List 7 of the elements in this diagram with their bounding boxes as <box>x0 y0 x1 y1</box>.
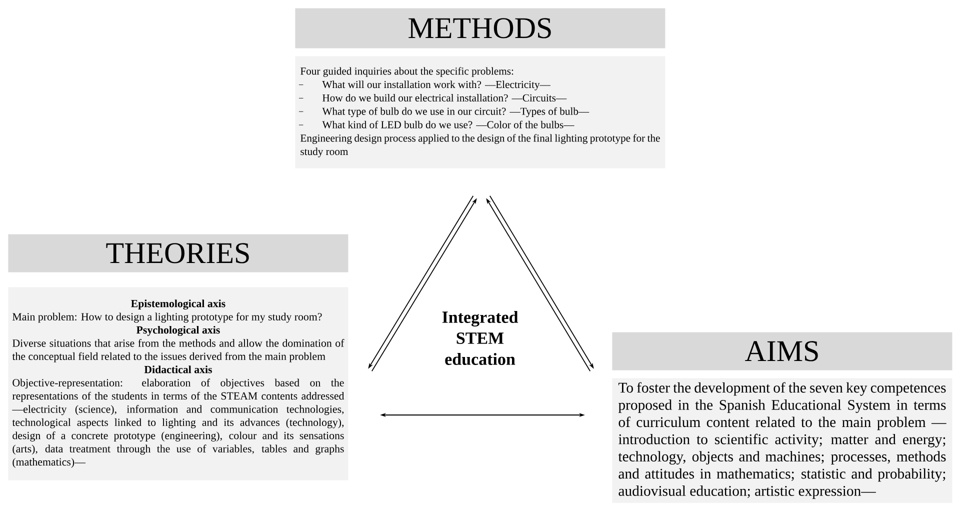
text-box: To foster the development of the seven key competences proposed in the Spanish Educational System in terms of curriculum content related to the main problem —introduction to scientific activity; matter and energy; technology, objects and machines; processes, methods and attitudes in mathematics; statistic and probability; audiovisual education; artistic expression— <box>612 378 952 503</box>
heading-band: THEORIES <box>8 234 348 272</box>
center-label: Integrated STEM education <box>442 311 518 365</box>
heading-band: METHODS <box>295 8 666 48</box>
text-box: Epistemological axis Main problem: How to design a lighting prototype for my study room? Psychological axis Diverse situations that arise from the methods and allow the domination of the conceptual field related to the issues derived from the main problem Didactical axis Objective-representation: elaboration of objectives based on the representations of the students in terms of the STEAM contents addressed —electricity (science), information and communication technologies, technological aspects linked to lighting and its advances (technology), design of a concrete prototype (engineering), colour and its sensations (arts), data treatment through the use of variables, tables and graphs (mathematics)— <box>8 287 348 480</box>
heading-band: AIMS <box>612 332 952 370</box>
text-box: Four guided inquiries about the specific problems: What will our installation work with? —Electricity— How do we build our electrical installation? —Circuits— What type of bulb do we use in our circuit? —Types of bulb— What kind of LED bulb do we use? —Color of the bulbs— Engineering design process applied to the design of the final lighting prototype for the study room <box>295 56 666 168</box>
